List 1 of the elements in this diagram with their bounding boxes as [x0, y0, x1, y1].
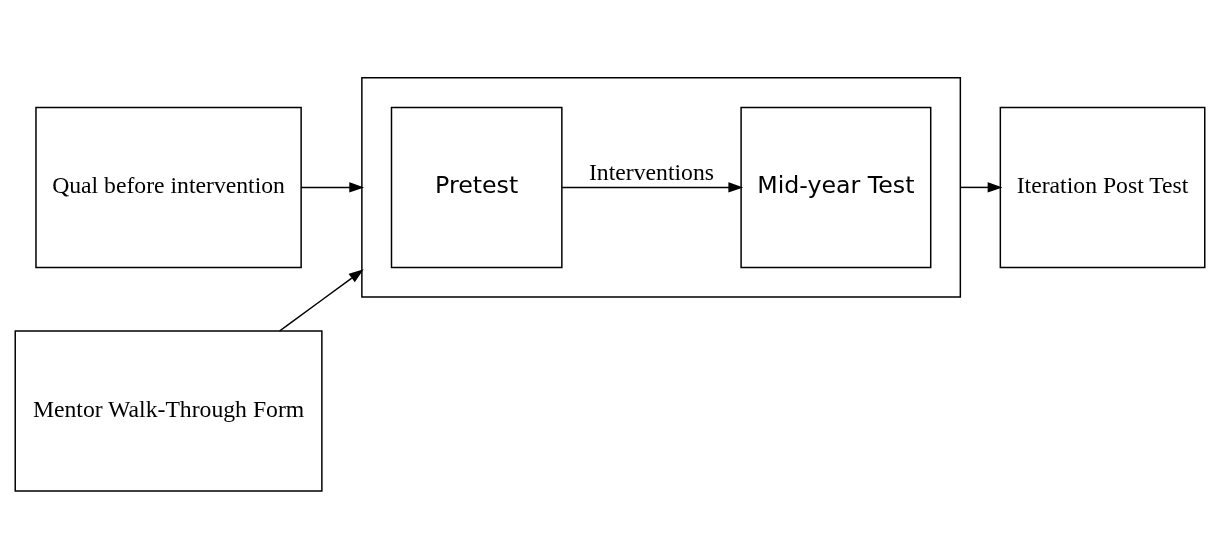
edge-label: Interventions — [588, 158, 714, 185]
